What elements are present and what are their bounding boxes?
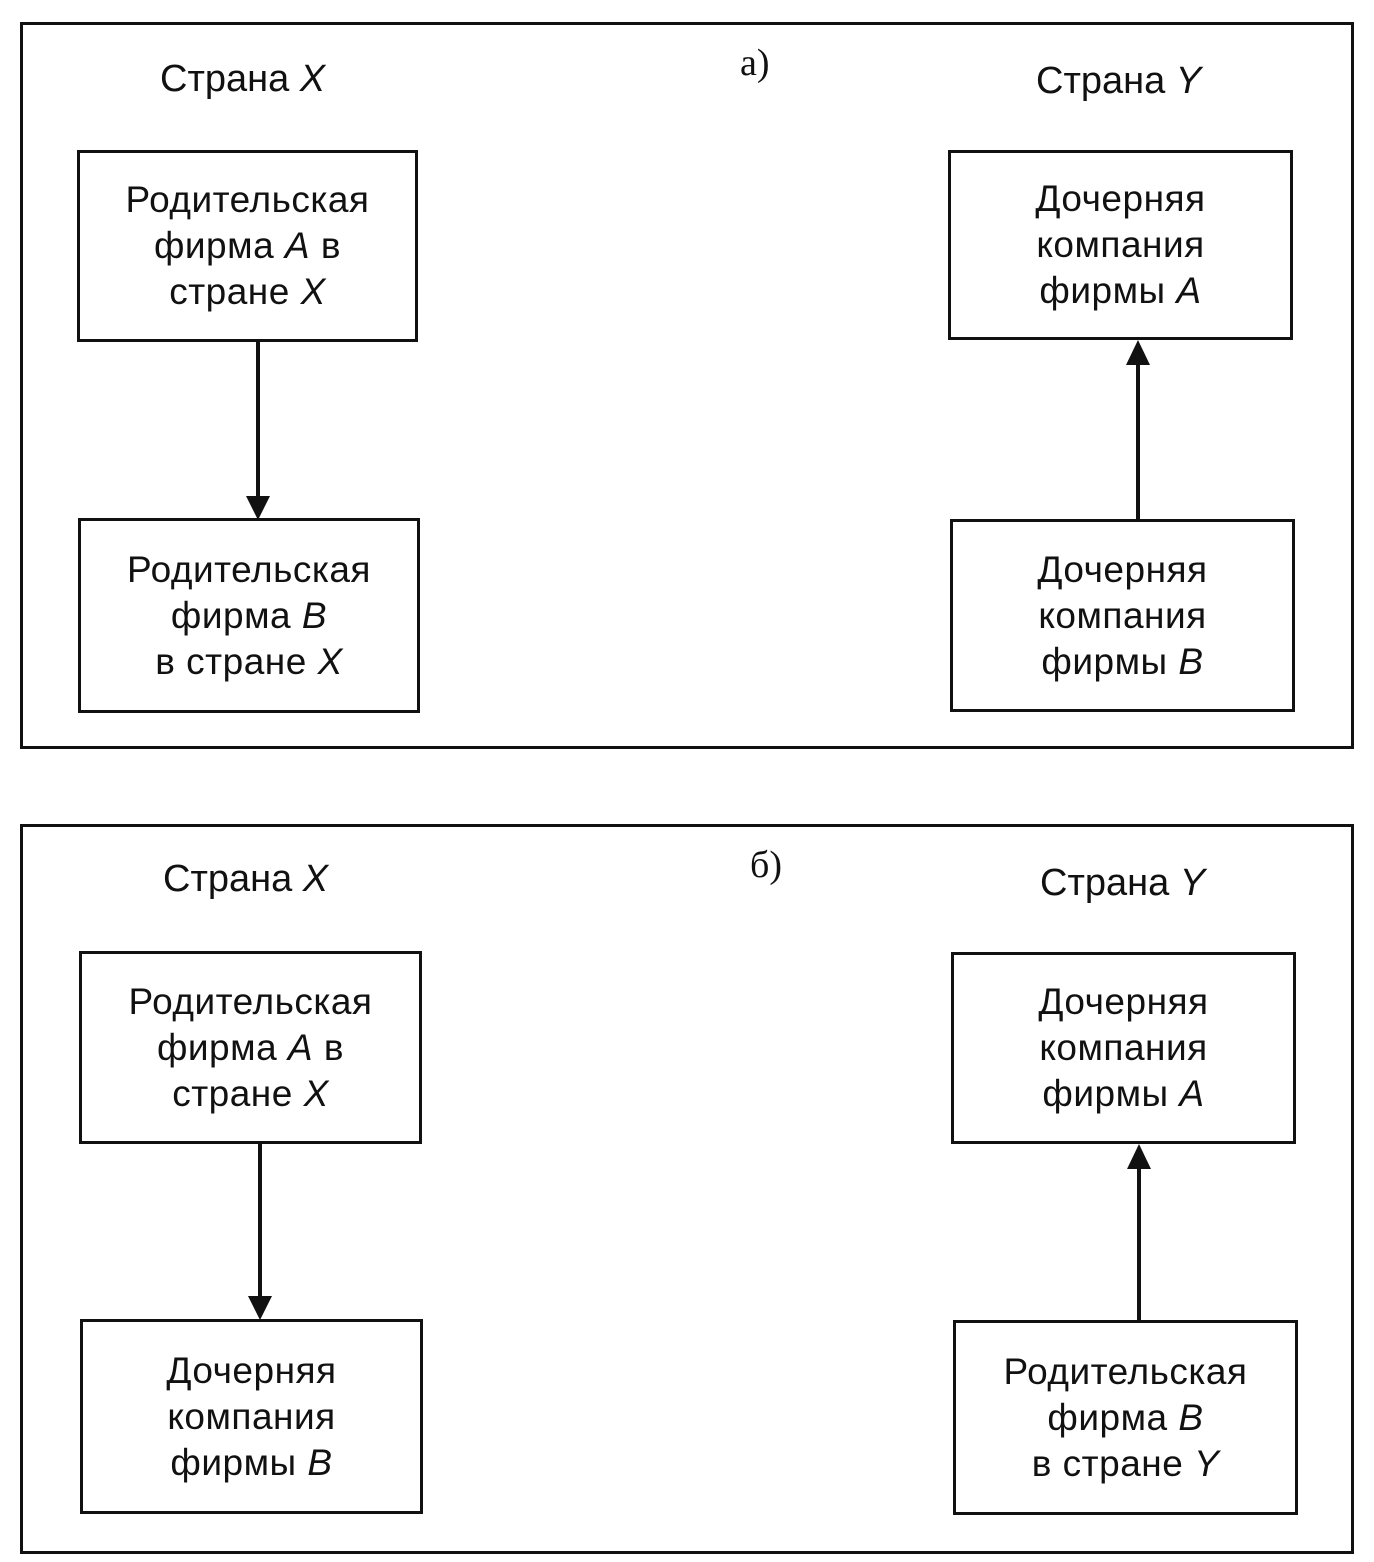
text-segment: фирма [156, 1026, 288, 1068]
text-segment: компания [1038, 594, 1207, 636]
text-segment: фирма [1047, 1396, 1179, 1438]
box-text-line: компания [1038, 1025, 1208, 1071]
box-text-line: фирма A в [126, 223, 370, 269]
panel-b-country-x-label: Страна X [163, 858, 329, 900]
panel-a-label: а) [740, 42, 770, 84]
box-text-line: компания [1035, 222, 1205, 268]
box-text-line: Дочерняя [1037, 547, 1207, 593]
text-segment: Дочерняя [1037, 548, 1208, 590]
text-segment: фирмы [170, 1441, 308, 1483]
box-text-line: фирмы A [1038, 1071, 1208, 1117]
panel-a-country-y-label: Страна Y [1036, 60, 1202, 102]
box-text-line: Родительская [126, 177, 370, 223]
box-text-line: Родительская [1004, 1349, 1248, 1395]
text-segment: фирмы [1041, 640, 1179, 682]
text-segment: в стране [1031, 1442, 1195, 1484]
text-segment: фирма [170, 594, 302, 636]
box-text-line: компания [1037, 593, 1207, 639]
variable-letter: B [301, 594, 328, 636]
box-text-line: Дочерняя [1035, 176, 1205, 222]
text-segment: Родительская [128, 980, 373, 1022]
box-text-line: фирма B [127, 593, 371, 639]
text-segment: Дочерняя [1035, 178, 1206, 219]
text-segment: Родительская [125, 179, 370, 220]
variable-letter: A [284, 225, 311, 266]
box-text-line: стране X [126, 269, 370, 315]
panel-b-label: б) [750, 844, 782, 886]
box-text-line: фирмы B [1037, 639, 1207, 685]
text-segment: Родительская [1003, 1350, 1248, 1392]
box-text-line: компания [166, 1394, 336, 1440]
text-segment: фирма [153, 225, 285, 266]
text-segment: стране [169, 271, 301, 312]
box-text-line: фирмы A [1035, 268, 1205, 314]
variable-letter: X [303, 1072, 329, 1114]
box-text-line: фирма A в [129, 1025, 373, 1071]
text-segment: Родительская [127, 548, 371, 590]
panel-a-country-x-label: Страна X [160, 58, 326, 100]
box-text-line: Родительская [129, 979, 373, 1025]
text-segment: фирмы [1042, 1073, 1180, 1114]
box-text-line: Дочерняя [166, 1348, 336, 1394]
variable-letter: A [1176, 270, 1202, 311]
text-segment: компания [1039, 1027, 1208, 1068]
box-text-line: Родительская [127, 547, 371, 593]
text-segment: в [313, 1026, 345, 1068]
text-segment: компания [167, 1395, 336, 1437]
variable-letter: B [1178, 640, 1204, 682]
variable-letter: X [317, 640, 343, 682]
variable-letter: A [287, 1026, 314, 1068]
text-segment: в [310, 225, 342, 266]
text-segment: Дочерняя [166, 1349, 337, 1391]
variable-letter: Y [1194, 1442, 1220, 1484]
variable-letter: B [307, 1441, 333, 1483]
text-segment: фирмы [1039, 270, 1177, 311]
box-text-line: фирмы B [166, 1440, 336, 1486]
variable-letter: B [1178, 1396, 1204, 1438]
text-segment: Дочерняя [1038, 981, 1209, 1022]
box-text-line: в стране X [127, 639, 371, 685]
box-text-line: Дочерняя [1038, 979, 1208, 1025]
text-segment: стране [172, 1072, 304, 1114]
variable-letter: A [1179, 1073, 1205, 1114]
box-text-line: фирма B [1004, 1395, 1248, 1441]
variable-letter: X [300, 271, 326, 312]
text-segment: компания [1036, 224, 1205, 265]
box-text-line: стране X [129, 1071, 373, 1117]
text-segment: в стране [155, 640, 318, 682]
panel-b-country-y-label: Страна Y [1040, 862, 1206, 904]
box-text-line: в стране Y [1004, 1441, 1248, 1487]
